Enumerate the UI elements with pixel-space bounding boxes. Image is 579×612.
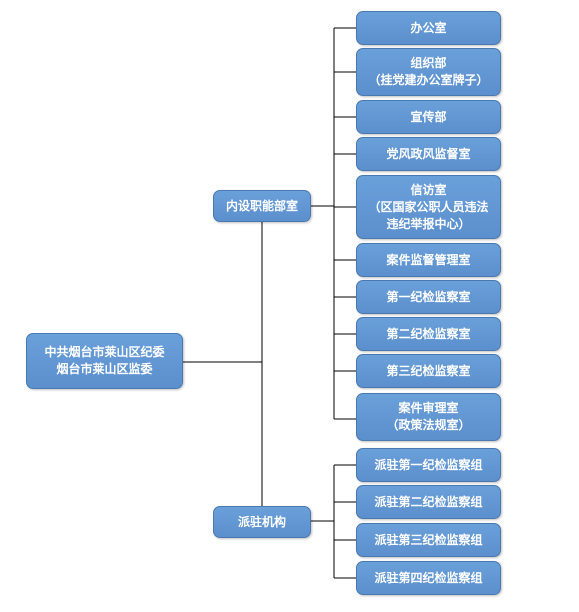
dept-line: 违纪举报中心） <box>386 216 471 231</box>
agency-node-3: 派驻第三纪检监察组 <box>356 523 501 557</box>
dept-line: （挂党建办公室牌子） <box>368 73 489 87</box>
dept-line: （区国家公职人员违法 <box>368 199 489 214</box>
root-node: 中共烟台市莱山区纪委 烟台市莱山区监委 <box>26 333 183 389</box>
dept-node-7: 第一纪检监察室 <box>356 280 501 314</box>
dept-line: 组织部 <box>410 56 447 70</box>
agency-node-2: 派驻第二纪检监察组 <box>356 485 501 519</box>
dept-node-2: 组织部 （挂党建办公室牌子） <box>356 48 501 96</box>
dept-node-3: 宣传部 <box>356 100 501 134</box>
branch-node-internal-departments: 内设职能部室 <box>213 190 311 222</box>
root-line-2: 烟台市莱山区监委 <box>56 362 153 376</box>
root-line-1: 中共烟台市莱山区纪委 <box>44 345 165 359</box>
dept-node-5: 信访室 （区国家公职人员违法 违纪举报中心） <box>356 175 501 239</box>
dept-line: 案件监督管理室 <box>386 252 471 267</box>
agency-line: 派驻第四纪检监察组 <box>374 570 483 585</box>
dept-node-1: 办公室 <box>356 11 501 45</box>
dept-node-4: 党风政风监督室 <box>356 137 501 171</box>
dept-line: 第一纪检监察室 <box>386 289 471 304</box>
dept-line: 信访室 <box>410 182 447 197</box>
dept-line: 第三纪检监察室 <box>386 363 471 378</box>
agency-node-1: 派驻第一纪检监察组 <box>356 448 501 482</box>
dept-line: 案件审理室 <box>398 401 459 415</box>
dept-node-8: 第二纪检监察室 <box>356 317 501 351</box>
dept-node-6: 案件监督管理室 <box>356 243 501 277</box>
branch-label: 内设职能部室 <box>225 198 298 213</box>
dept-line: 宣传部 <box>410 109 447 124</box>
agency-line: 派驻第二纪检监察组 <box>374 494 483 509</box>
agency-line: 派驻第一纪检监察组 <box>374 457 483 472</box>
branch-label: 派驻机构 <box>237 514 286 529</box>
dept-line: （政策法规室） <box>386 418 471 432</box>
branch-node-dispatched-agencies: 派驻机构 <box>213 506 311 538</box>
dept-node-10: 案件审理室 （政策法规室） <box>356 393 501 441</box>
dept-line: 第二纪检监察室 <box>386 326 471 341</box>
dept-line: 党风政风监督室 <box>386 146 471 161</box>
dept-line: 办公室 <box>410 20 447 35</box>
dept-node-9: 第三纪检监察室 <box>356 354 501 388</box>
agency-line: 派驻第三纪检监察组 <box>374 532 483 547</box>
agency-node-4: 派驻第四纪检监察组 <box>356 561 501 595</box>
